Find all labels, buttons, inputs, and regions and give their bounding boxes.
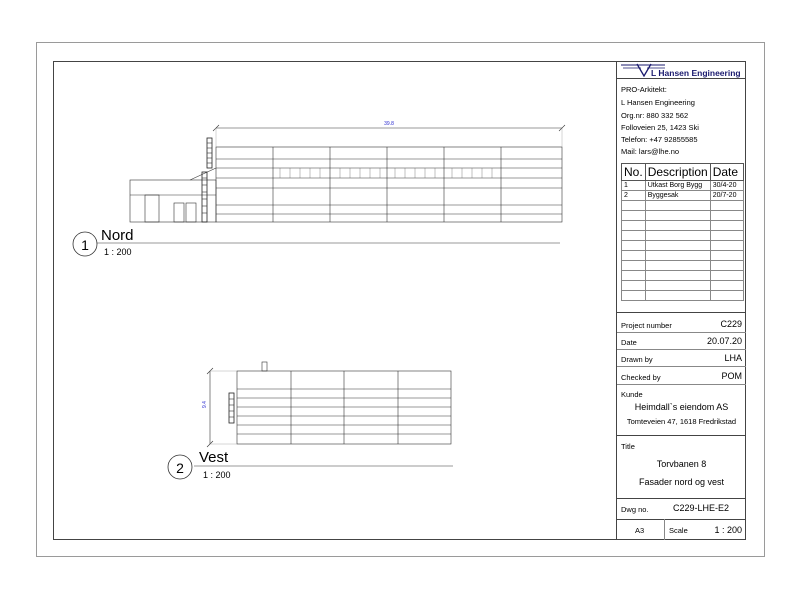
drawing-title-2: Fasader nord og vest <box>638 477 725 487</box>
drawn-by: LHA <box>724 353 742 363</box>
revision-description <box>644 270 711 281</box>
revision-no <box>621 210 646 221</box>
revision-date <box>709 210 745 221</box>
revision-row <box>621 280 745 291</box>
revision-date <box>709 220 745 231</box>
revision-row <box>621 290 745 301</box>
scale-label: Scale <box>669 526 688 535</box>
rev-header-no: No. <box>621 163 646 181</box>
firm-org: Org.nr: 880 332 562 <box>621 111 689 120</box>
dwg-label: Dwg no. <box>621 505 649 514</box>
revision-description <box>644 280 711 291</box>
revision-date <box>709 270 745 281</box>
revision-row <box>621 200 745 211</box>
drawn-by-label: Drawn by <box>621 355 653 364</box>
drawing-frame <box>53 61 746 540</box>
revision-no <box>621 240 646 251</box>
revision-description: Byggesak <box>644 190 711 201</box>
client-name: Heimdall`s eiendom AS <box>634 402 729 412</box>
firm-mail: Mail: lars@lhe.no <box>621 147 680 156</box>
revision-row <box>621 220 745 231</box>
dwg-number: C229-LHE-E2 <box>673 503 730 513</box>
view-2-name: Vest <box>199 449 229 466</box>
view-1-name: Nord <box>101 227 134 244</box>
logo-name: L Hansen Engineering <box>651 68 741 78</box>
title-label: Title <box>621 442 635 451</box>
view-2-scale: 1 : 200 <box>203 470 231 480</box>
revision-description <box>644 260 711 271</box>
company-logo <box>621 63 665 77</box>
revision-row <box>621 210 745 221</box>
title-block: L Hansen Engineering PRO-Arkitekt: L Han… <box>616 61 746 540</box>
revision-date <box>709 260 745 271</box>
rev-header-description: Description <box>644 163 711 181</box>
revision-description <box>644 290 711 301</box>
drawing-title-1: Torvbanen 8 <box>656 459 707 469</box>
revision-date <box>709 280 745 291</box>
revision-description: Utkast Borg Bygg <box>644 180 711 191</box>
revision-description <box>644 200 711 211</box>
revision-no <box>621 270 646 281</box>
sheet-scale: 1 : 200 <box>714 525 742 535</box>
revision-row <box>621 240 745 251</box>
revision-row <box>621 260 745 271</box>
revision-description <box>644 220 711 231</box>
revision-row <box>621 230 745 241</box>
revision-no <box>621 200 646 211</box>
nord-dimension-label: 39.8 <box>384 121 394 127</box>
sheet-border <box>36 42 765 557</box>
view-1-marker <box>72 231 98 257</box>
revision-row <box>621 270 745 281</box>
revision-no <box>621 260 646 271</box>
firm-phone: Telefon: +47 92855585 <box>621 135 698 144</box>
checked-by: POM <box>721 371 742 381</box>
revision-date: 20/7-20 <box>709 190 745 201</box>
checked-by-label: Checked by <box>621 373 661 382</box>
vest-elevation <box>206 361 452 448</box>
vest-dimension-label: 9.4 <box>202 401 208 408</box>
revision-description <box>644 240 711 251</box>
date-label: Date <box>621 338 637 347</box>
revision-row <box>621 250 745 261</box>
revision-date <box>709 250 745 261</box>
revision-date <box>709 240 745 251</box>
rev-header-date: Date <box>709 163 745 181</box>
revision-no <box>621 250 646 261</box>
revision-description <box>644 250 711 261</box>
revision-no <box>621 230 646 241</box>
revision-date <box>709 200 745 211</box>
paper-size: A3 <box>635 526 645 535</box>
revision-no <box>621 220 646 231</box>
revision-no: 2 <box>621 190 646 201</box>
view-1-scale: 1 : 200 <box>104 247 132 257</box>
view-2-number: 2 <box>176 460 184 476</box>
project-number: C229 <box>720 319 742 329</box>
firm-role: PRO-Arkitekt: <box>621 85 667 94</box>
revision-date <box>709 230 745 241</box>
firm-address: Folloveien 25, 1423 Ski <box>621 123 699 132</box>
revision-date: 30/4-20 <box>709 180 745 191</box>
view-2-marker <box>167 454 193 480</box>
revision-description <box>644 230 711 241</box>
firm-name: L Hansen Engineering <box>621 98 695 107</box>
client-address: Tomteveien 47, 1618 Fredrikstad <box>626 417 737 426</box>
project-number-label: Project number <box>621 321 672 330</box>
revision-no: 1 <box>621 180 646 191</box>
view-1-number: 1 <box>81 237 89 253</box>
revision-description <box>644 210 711 221</box>
client-label: Kunde <box>621 390 643 399</box>
revision-no <box>621 280 646 291</box>
revision-no <box>621 290 646 301</box>
nord-elevation <box>129 124 566 223</box>
project-date: 20.07.20 <box>706 336 742 346</box>
revision-date <box>709 290 745 301</box>
